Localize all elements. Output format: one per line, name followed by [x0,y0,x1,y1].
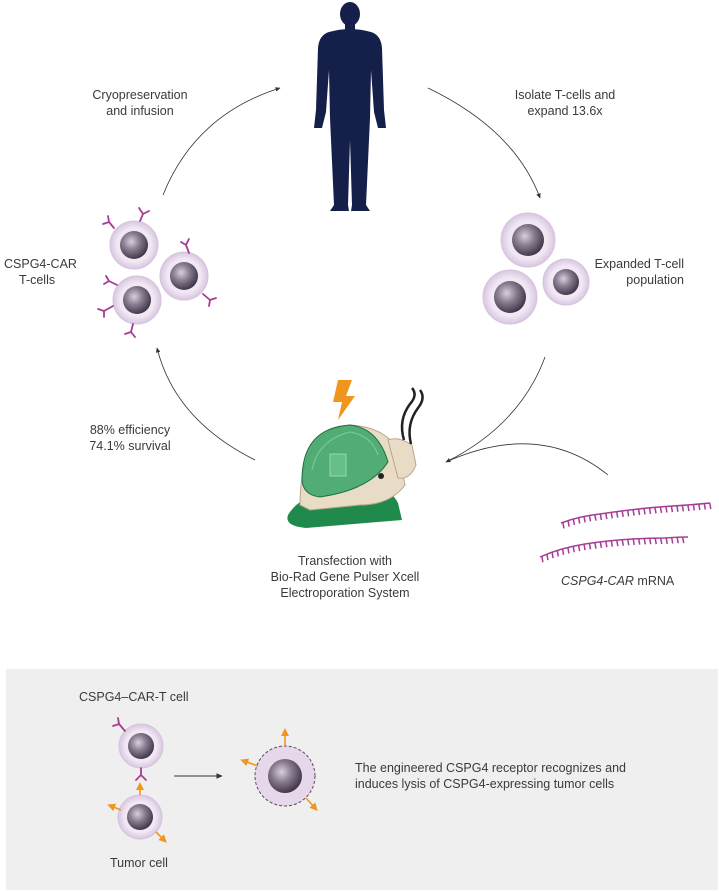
panel-tumor-cell [107,782,167,843]
mrna-nucleotide-tick [594,514,597,521]
mrna-nucleotide-tick [709,502,712,510]
arrow-mrna-to-device [445,443,609,476]
mrna-nucleotide-tick [681,505,685,512]
mrna-nucleotide-tick [627,539,630,546]
mrna-nucleotide-tick [577,517,581,524]
mrna-nucleotide-tick [670,505,674,513]
mrna-nucleotide-tick [676,537,679,544]
mrna-nucleotide-tick [551,552,554,559]
human-silhouette-icon [314,2,386,211]
mrna-nucleotide-tick [572,518,576,526]
mrna-nucleotide-tick [632,509,635,516]
mrna-nucleotide-tick [632,538,635,546]
panel-lysed-tumor-cell [240,728,318,811]
mrna-nucleotide-tick [703,503,707,510]
mechanism-description: The engineered CSPG4 receptor recognizes… [355,761,626,791]
mrna-nucleotide-tick [610,512,613,519]
mrna-nucleotide-tick [637,538,641,545]
expanded-t-cells [482,212,590,325]
mrna-nucleotide-tick [599,513,603,521]
mechanism-panel [6,669,718,890]
mrna-nucleotide-tick [626,510,630,517]
mrna-nucleotide-tick [567,547,570,554]
mrna-strands [539,502,712,563]
mrna-nucleotide-tick [676,505,679,512]
mrna-nucleotide-tick [588,515,592,522]
arrow-car-to-human [162,87,281,196]
mrna-nucleotide-tick [567,520,570,527]
mrna-nucleotide-tick [643,508,646,515]
car-t-cells [97,207,217,338]
electroporation-device-icon [287,387,424,528]
mrna-nucleotide-tick [659,537,663,545]
mrna-nucleotide-tick [546,553,549,561]
tumor-cell-label: Tumor cell [110,856,168,870]
mrna-nucleotide-tick [588,543,592,550]
mrna-nucleotide-tick [583,544,586,551]
mrna-nucleotide-tick [605,513,608,520]
mrna-nucleotide-tick [659,506,663,514]
mrna-nucleotide-tick [665,537,668,545]
mrna-nucleotide-tick [681,536,685,544]
mrna-nucleotide-tick [556,550,560,557]
mrna-nucleotide-tick [643,538,646,545]
mrna-nucleotide-tick [541,556,544,563]
arrow-expanded-to-device [445,356,546,463]
car-t-cell-label: CSPG4–CAR-T cell [79,690,189,704]
arrow-device-to-car [155,347,256,461]
mrna-nucleotide-tick [654,537,657,545]
mrna-nucleotide-tick [621,539,625,546]
panel-car-t-cell [112,717,164,781]
mrna-nucleotide-tick [654,507,657,514]
mrna-nucleotide-tick [616,540,619,547]
mrna-nucleotide-tick [670,537,674,544]
mrna-nucleotide-tick [599,541,603,549]
mrna-nucleotide-tick [610,540,614,547]
mrna-nucleotide-tick [615,511,619,518]
mrna-nucleotide-tick [561,548,565,556]
lightning-bolt-icon [333,380,355,420]
mrna-nucleotide-tick [692,504,696,511]
mrna-nucleotide-tick [687,504,690,512]
mrna-nucleotide-tick [665,506,668,513]
mrna-label: CSPG4-CAR mRNA [561,574,675,588]
arrow-human-to-expanded [427,87,541,199]
mrna-nucleotide-tick [605,541,608,548]
mrna-nucleotide-tick [583,516,586,523]
mrna-nucleotide-tick [577,544,581,552]
mrna-nucleotide-tick [648,507,652,514]
mrna-nucleotide-tick [621,510,624,518]
mrna-nucleotide-tick [648,538,652,545]
mrna-nucleotide-tick [637,508,641,516]
mrna-nucleotide-tick [698,503,701,511]
mrna-nucleotide-tick [562,522,565,529]
mrna-nucleotide-tick [594,542,597,549]
mrna-nucleotide-tick [572,546,575,553]
